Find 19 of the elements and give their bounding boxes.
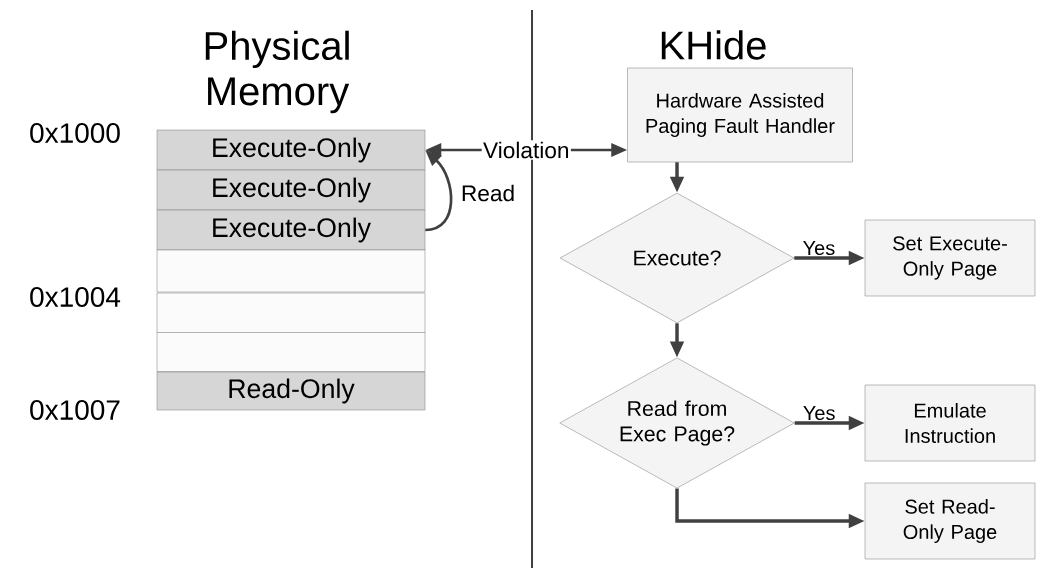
action-box: Set Execute-Only Page [864,219,1036,297]
address-label: 0x1000 [30,123,120,143]
empty-page-cell [156,332,426,372]
address-label: 0x1004 [30,287,121,307]
action-box: Emulate Instruction [864,384,1036,462]
action-box: Set Read-Only Page [864,482,1036,560]
memory-page-cell: Read-Only [156,371,426,411]
handler-box: Hardware Assisted Paging Fault Handler [627,67,853,163]
address-label: 0x1007 [30,400,120,420]
edge-label: Yes [803,241,835,256]
edge-label: Violation [481,140,571,160]
memory-page-cell: Execute-Only [156,169,426,211]
memory-page-cell: Execute-Only [156,129,426,171]
empty-page-cell [156,249,426,293]
memory-page-cell: Execute-Only [156,209,426,251]
edge-label: Yes [803,406,835,421]
empty-page-cell [156,292,426,334]
column-heading: Physical Memory [205,30,350,114]
edge-label: Read [462,184,514,202]
